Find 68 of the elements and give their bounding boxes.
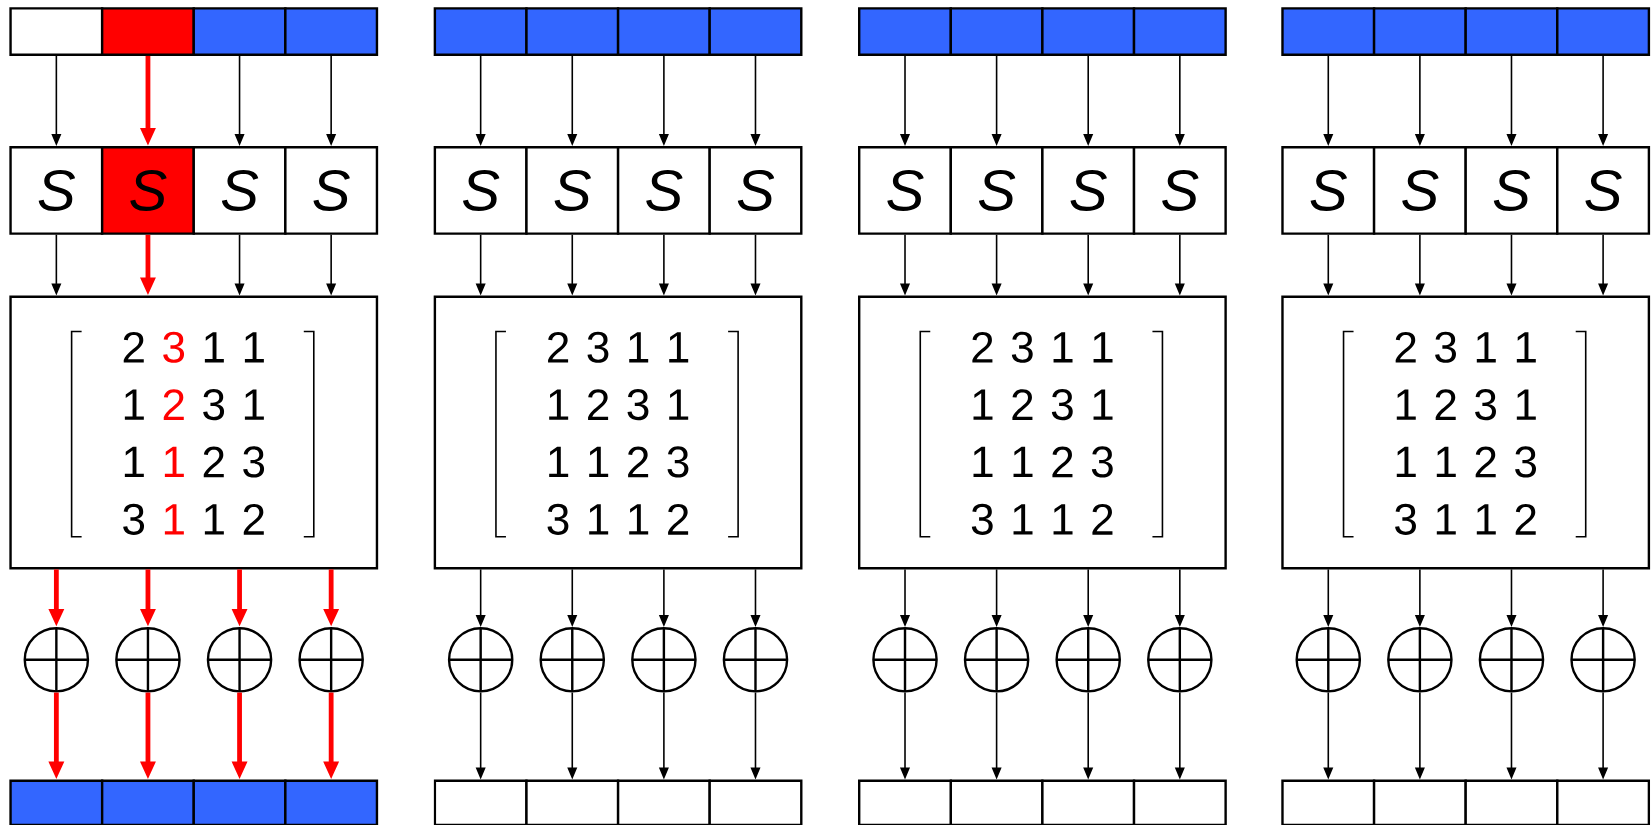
byte-cell — [1464, 7, 1559, 56]
byte-cell — [1041, 779, 1136, 825]
s-box: S — [192, 146, 287, 235]
xor-symbol — [1295, 626, 1362, 693]
xor-symbol — [1055, 626, 1121, 693]
matrix-box: 2 3 1 1 1 2 3 1 1 1 2 3 3 1 1 2 — [858, 295, 1227, 570]
byte-cell — [100, 7, 195, 56]
matrix-box: 2 3 1 1 1 2 3 1 1 1 2 3 3 1 1 2 — [9, 295, 379, 570]
byte-cell — [949, 779, 1044, 825]
byte-cell — [1556, 779, 1651, 825]
byte-cell — [525, 7, 620, 56]
byte-cell — [858, 7, 952, 56]
xor-symbol — [1387, 626, 1453, 693]
byte-cell — [9, 779, 104, 825]
xor-symbol — [872, 626, 938, 693]
s-box: S — [1372, 146, 1467, 235]
s-box: S — [708, 146, 803, 235]
byte-cell — [1464, 779, 1559, 825]
byte-cell — [1372, 7, 1467, 56]
byte-cell — [433, 7, 528, 56]
byte-cell — [708, 7, 803, 56]
byte-cell — [1041, 7, 1136, 56]
xor-symbol — [23, 626, 90, 693]
s-box: S — [1041, 146, 1136, 235]
byte-cell — [1372, 779, 1467, 825]
byte-cell — [433, 779, 528, 825]
s-box: S — [616, 146, 711, 235]
s-box: S — [9, 146, 104, 235]
byte-cell — [1281, 779, 1376, 825]
s-box: S — [1132, 146, 1227, 235]
byte-cell — [708, 779, 803, 825]
xor-symbol — [722, 626, 789, 693]
s-box: S — [525, 146, 620, 235]
matrix-box: 2 3 1 1 1 2 3 1 1 1 2 3 3 1 1 2 — [1281, 295, 1651, 570]
xor-symbol — [963, 626, 1030, 693]
byte-cell — [192, 779, 287, 825]
byte-cell — [284, 7, 379, 56]
xor-symbol — [539, 626, 606, 693]
s-box: S — [949, 146, 1044, 235]
s-box: S — [284, 146, 379, 235]
byte-cell — [525, 779, 620, 825]
xor-symbol — [631, 626, 697, 693]
s-box: S — [1464, 146, 1559, 235]
xor-symbol — [115, 626, 181, 693]
s-box: S — [1281, 146, 1376, 235]
byte-cell — [9, 7, 104, 56]
byte-cell — [192, 7, 287, 56]
s-box: S — [858, 146, 952, 235]
byte-cell — [616, 779, 711, 825]
s-box: S — [433, 146, 528, 235]
byte-cell — [949, 7, 1044, 56]
xor-symbol — [447, 626, 514, 693]
byte-cell — [284, 779, 379, 825]
byte-cell — [858, 779, 952, 825]
xor-symbol — [298, 626, 364, 693]
byte-cell — [616, 7, 711, 56]
byte-cell — [1556, 7, 1651, 56]
s-box: S — [100, 146, 195, 235]
xor-symbol — [1570, 626, 1636, 693]
byte-cell — [1132, 7, 1227, 56]
matrix-box: 2 3 1 1 1 2 3 1 1 1 2 3 3 1 1 2 — [433, 295, 803, 570]
s-box: S — [1556, 146, 1651, 235]
xor-symbol — [1478, 626, 1545, 693]
byte-cell — [100, 779, 195, 825]
xor-symbol — [1147, 626, 1213, 693]
xor-symbol — [206, 626, 273, 693]
byte-cell — [1281, 7, 1376, 56]
byte-cell — [1132, 779, 1227, 825]
